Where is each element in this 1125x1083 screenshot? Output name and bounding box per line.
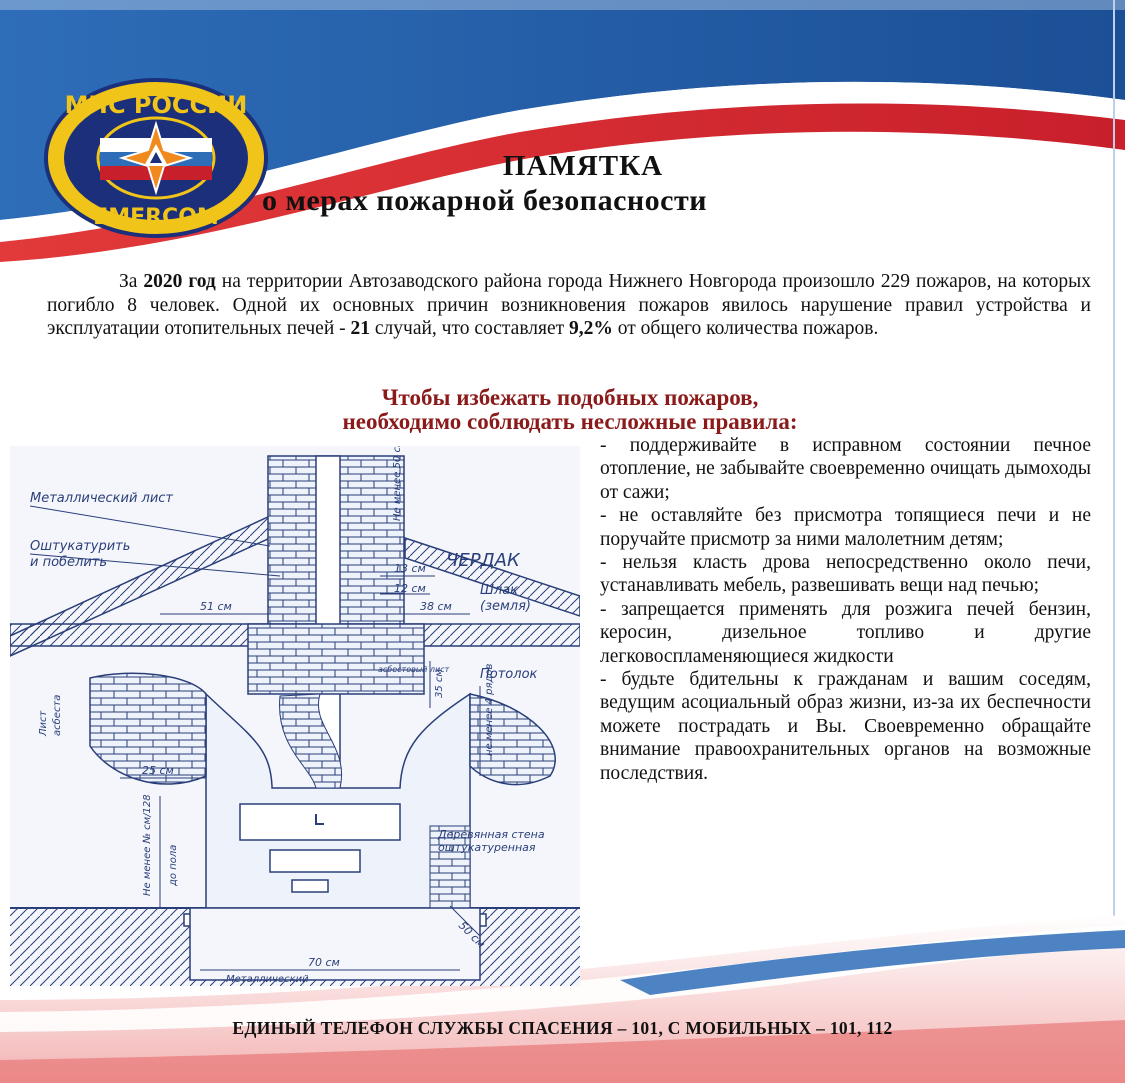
label-slag-1: Шлак — [480, 583, 518, 598]
mchs-logo: МЧС РОССИИ EMERCOM — [44, 78, 268, 238]
label-asbestos-1: Лист — [38, 709, 49, 737]
label-ceiling: Потолок — [480, 667, 538, 682]
stove-diagram: Металлический лист Оштукатурить и побели… — [10, 446, 580, 986]
label-metal-sheet: Металлический лист — [30, 491, 173, 506]
label-not-less-4-rows: не менее 4 рядов — [484, 663, 495, 756]
label-dim-13: 13 см — [394, 562, 426, 575]
rules-heading-line2: необходимо соблюдать несложные правила: — [342, 409, 798, 434]
label-dim-25: 25 см — [142, 764, 174, 777]
label-asbestos-2: асбеста — [51, 695, 63, 736]
label-plaster-2: и побелить — [30, 555, 107, 570]
page-title: ПАМЯТКА — [502, 150, 664, 182]
label-felt: асбестовый лист — [378, 665, 450, 674]
rule-item: - запрещается применять для розжига пече… — [600, 598, 1091, 667]
label-plaster-1: Оштукатурить — [30, 539, 130, 554]
intro-text-b: на территории Автозаводского района горо… — [47, 271, 1091, 339]
intro-text-d: от общего количества пожаров. — [612, 318, 879, 339]
label-slag-2: (земля) — [480, 599, 531, 614]
label-wood-wall-1: Деревянная стена — [437, 828, 545, 841]
label-floor-1: Не менее № см/128 — [142, 794, 153, 896]
label-dim-38: 38 см — [420, 600, 452, 613]
intro-text-c: случай, что составляет — [370, 318, 570, 339]
label-dim-51: 51 см — [200, 600, 232, 613]
label-wood-wall-2: оштукатуренная — [438, 841, 536, 854]
logo-bottom-text: EMERCOM — [93, 205, 219, 230]
rules-heading-line1: Чтобы избежать подобных пожаров, — [381, 385, 759, 410]
label-not-less-50: Не менее 50 см — [392, 446, 403, 521]
label-dim-12: 12 см — [394, 582, 426, 595]
label-bottom-sheet-1: Металлический — [226, 974, 309, 985]
intro-text-a: За — [119, 271, 144, 292]
label-attic: ЧЕРДАК — [446, 550, 521, 571]
label-dim-70: 70 см — [308, 956, 340, 969]
rule-item: - нельзя класть дрова непосредственно ок… — [600, 552, 1091, 597]
intro-paragraph: За 2020 год на территории Автозаводского… — [47, 270, 1091, 341]
page-subtitle: о мерах пожарной безопасности — [262, 184, 708, 217]
rule-item: - будьте бдительны к гражданам и вашим с… — [600, 669, 1091, 784]
intro-cases: 21 — [350, 318, 371, 339]
logo-top-text: МЧС РОССИИ — [65, 91, 248, 119]
rule-item: - не оставляйте без присмотра топящиеся … — [600, 505, 1091, 550]
label-dim-35: 35 см — [434, 669, 445, 698]
intro-year: 2020 год — [143, 271, 216, 292]
intro-percent: 9,2% — [569, 318, 613, 339]
rules-list: - поддерживайте в исправном состоянии пе… — [600, 434, 1091, 785]
rule-item: - поддерживайте в исправном состоянии пе… — [600, 435, 1091, 503]
label-floor-2: до пола — [168, 845, 179, 887]
emergency-phone-footer: ЕДИНЫЙ ТЕЛЕФОН СЛУЖБЫ СПАСЕНИЯ – 101, С … — [232, 1018, 893, 1038]
